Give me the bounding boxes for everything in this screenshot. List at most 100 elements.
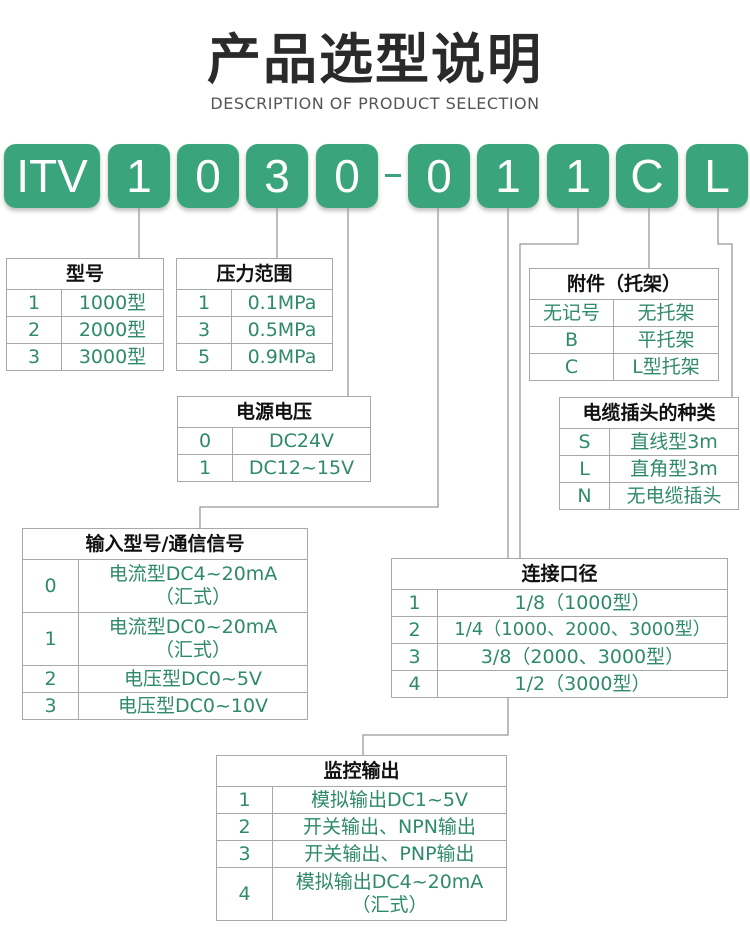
port-value-3: 3/8（2000、3000型） <box>437 643 728 671</box>
monitor-value-3: 开关输出、PNP输出 <box>272 840 507 868</box>
code-segment-pressure: 0 <box>177 144 239 208</box>
code-segment-cable: L <box>686 144 748 208</box>
monitor-code-4: 4 <box>216 867 273 921</box>
model-code-1: 1 <box>6 289 62 317</box>
pressure-value-3: 0.9MPa <box>231 343 333 371</box>
code-segment-port: 1 <box>547 144 609 208</box>
cable-code-1: S <box>559 428 610 456</box>
code-segment-series: ITV <box>4 144 100 208</box>
code-segment-input: 0 <box>408 144 470 208</box>
model-value-2: 2000型 <box>61 316 164 344</box>
pressure-code-1: 1 <box>176 289 232 317</box>
model-table-header: 型号 <box>6 258 164 290</box>
monitor-value-2: 开关输出、NPN输出 <box>272 813 507 841</box>
input-value-3: 电压型DC0~5V <box>78 665 308 693</box>
monitor-value-4: 模拟输出DC4~20mA （汇式） <box>272 867 507 921</box>
input-code-1: 0 <box>22 559 79 613</box>
model-code-3: 3 <box>6 343 62 371</box>
cable-code-3: N <box>559 482 610 510</box>
table-row: 无记号无托架 <box>529 299 719 327</box>
bracket-code-2: B <box>529 326 614 354</box>
connector-input <box>199 208 439 528</box>
bracket-code-1: 无记号 <box>529 299 614 327</box>
model-code-2: 2 <box>6 316 62 344</box>
code-segment-power: 0 <box>316 144 378 208</box>
power-value-2: DC12~15V <box>232 454 371 482</box>
connector-cable <box>717 208 733 397</box>
bracket-table-header: 附件（托架） <box>529 268 719 300</box>
input-code-4: 3 <box>22 692 79 720</box>
pressure-code-3: 5 <box>176 343 232 371</box>
model-value-3: 3000型 <box>61 343 164 371</box>
monitor-table-header: 监控输出 <box>216 755 507 787</box>
monitor-code-1: 1 <box>216 786 273 814</box>
cable-code-2: L <box>559 455 610 483</box>
code-segment-model: 1 <box>108 144 170 208</box>
port-code-2: 2 <box>391 616 438 644</box>
code-segment-pressure-range: 3 <box>246 144 308 208</box>
monitor-value-1: 模拟输出DC1~5V <box>272 786 507 814</box>
bracket-code-3: C <box>529 353 614 381</box>
power-code-1: 0 <box>177 427 233 455</box>
port-code-3: 3 <box>391 643 438 671</box>
code-segment-bracket: C <box>616 144 678 208</box>
pressure-code-2: 3 <box>176 316 232 344</box>
cable-value-2: 直角型3m <box>609 455 739 483</box>
cable-value-1: 直线型3m <box>609 428 739 456</box>
input-table-header: 输入型号/通信信号 <box>22 528 308 560</box>
input-value-1: 电流型DC4~20mA （汇式） <box>78 559 308 613</box>
port-value-2: 1/4（1000、2000、3000型） <box>437 616 728 644</box>
port-code-1: 1 <box>391 589 438 617</box>
bracket-value-1: 无托架 <box>613 299 719 327</box>
pressure-value-2: 0.5MPa <box>231 316 333 344</box>
port-code-4: 4 <box>391 670 438 698</box>
power-code-2: 1 <box>177 454 233 482</box>
input-value-4: 电压型DC0~10V <box>78 692 308 720</box>
connector-port <box>519 208 579 558</box>
code-separator-dash <box>385 174 401 177</box>
power-table-header: 电源电压 <box>177 396 371 428</box>
page-title: 产品选型说明 <box>207 28 543 91</box>
port-value-4: 1/2（3000型） <box>437 670 728 698</box>
page-subtitle: DESCRIPTION OF PRODUCT SELECTION <box>210 94 540 113</box>
pressure-value-1: 0.1MPa <box>231 289 333 317</box>
model-value-1: 1000型 <box>61 289 164 317</box>
pressure-table-header: 压力范围 <box>176 258 333 290</box>
input-code-2: 1 <box>22 612 79 666</box>
port-table-header: 连接口径 <box>391 558 728 590</box>
power-value-1: DC24V <box>232 427 371 455</box>
port-value-1: 1/8（1000型） <box>437 589 728 617</box>
